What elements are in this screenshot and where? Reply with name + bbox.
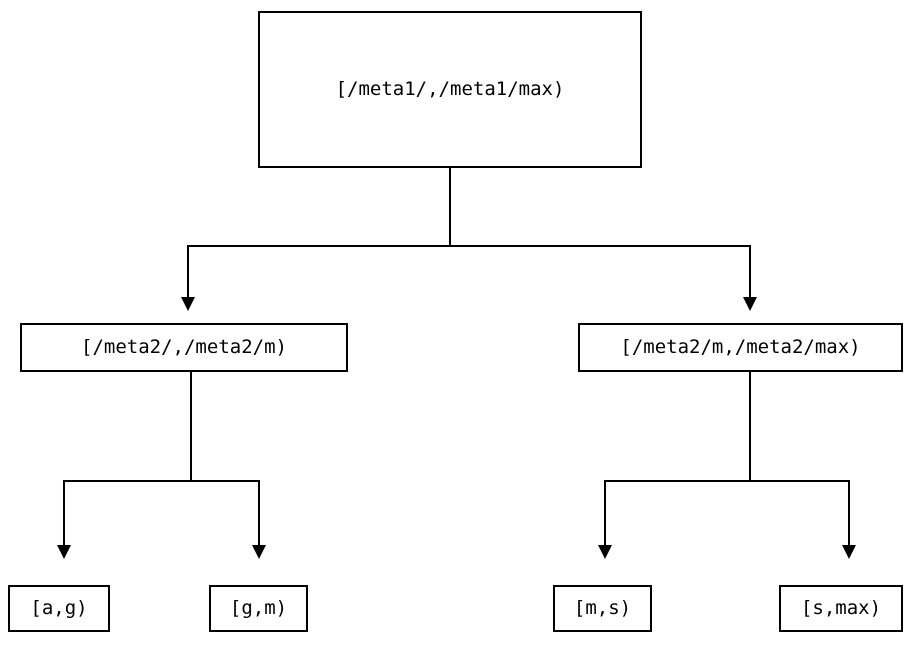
node-leaf-s-max-label: [s,max) bbox=[800, 597, 882, 619]
arrowhead-leaf2-icon bbox=[252, 545, 266, 559]
arrowhead-leaf4-icon bbox=[842, 545, 856, 559]
edge-root-to-level2-right bbox=[749, 245, 751, 299]
node-level2-right-label: [/meta2/m,/meta2/max) bbox=[620, 336, 861, 358]
node-leaf-m-s-label: [m,s) bbox=[573, 597, 632, 619]
edge-root-stem bbox=[449, 168, 451, 246]
edge-level2-left-bus bbox=[63, 480, 259, 482]
arrowhead-level2-right-icon bbox=[743, 297, 757, 311]
node-level2-left-label: [/meta2/,/meta2/m) bbox=[81, 336, 287, 358]
edge-root-bus bbox=[187, 245, 751, 247]
edge-level2-left-to-leaf2 bbox=[258, 480, 260, 547]
edge-level2-right-to-leaf3 bbox=[604, 480, 606, 547]
arrowhead-leaf3-icon bbox=[598, 545, 612, 559]
edge-level2-right-bus bbox=[604, 480, 850, 482]
node-leaf-s-max[interactable]: [s,max) bbox=[779, 585, 903, 632]
arrowhead-level2-left-icon bbox=[181, 297, 195, 311]
node-leaf-g-m[interactable]: [g,m) bbox=[209, 585, 308, 632]
edge-level2-left-stem bbox=[190, 372, 192, 481]
arrowhead-leaf1-icon bbox=[57, 545, 71, 559]
node-root[interactable]: [/meta1/,/meta1/max) bbox=[258, 11, 642, 168]
edge-level2-left-to-leaf1 bbox=[63, 480, 65, 547]
node-root-label: [/meta1/,/meta1/max) bbox=[335, 78, 565, 100]
node-leaf-g-m-label: [g,m) bbox=[229, 597, 288, 619]
node-leaf-m-s[interactable]: [m,s) bbox=[553, 585, 652, 632]
node-level2-left[interactable]: [/meta2/,/meta2/m) bbox=[20, 323, 348, 372]
edge-level2-right-to-leaf4 bbox=[848, 480, 850, 547]
edge-level2-right-stem bbox=[749, 372, 751, 481]
node-leaf-a-g-label: [a,g) bbox=[30, 597, 88, 619]
edge-root-to-level2-left bbox=[187, 245, 189, 299]
node-leaf-a-g[interactable]: [a,g) bbox=[8, 585, 110, 632]
node-level2-right[interactable]: [/meta2/m,/meta2/max) bbox=[578, 323, 903, 372]
